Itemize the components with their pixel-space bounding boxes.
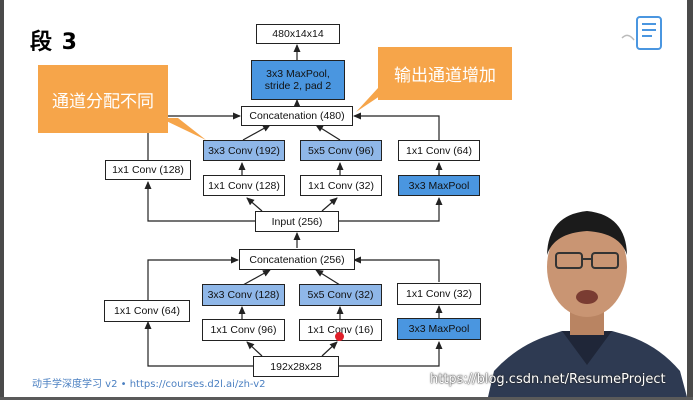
upper-path4-conv-label: 1x1 Conv (64): [406, 144, 472, 157]
lower-path3-conv5-label: 5x5 Conv (32): [307, 289, 374, 301]
lower-path1-conv-node: 1x1 Conv (64): [104, 300, 190, 322]
lower-input-node: 192x28x28: [253, 356, 339, 377]
presenter-avatar: [488, 211, 687, 397]
upper-path3-conv5-node: 5x5 Conv (96): [300, 140, 382, 161]
edge-input-p4: [338, 197, 443, 222]
video-frame-right-edge: [687, 0, 693, 400]
lower-path3-conv1-label: 1x1 Conv (16): [307, 324, 374, 336]
video-frame-left-edge: [0, 0, 4, 400]
upper-final-maxpool-line1: 3x3 MaxPool,: [266, 68, 330, 80]
edge-p3-concat: [315, 124, 341, 141]
lower-concat-label: Concatenation (256): [249, 253, 345, 266]
slide-title: 段 3: [30, 30, 78, 55]
callout-right: 输出通道增加: [378, 47, 512, 100]
laser-pointer-dot: [335, 332, 344, 341]
edge-input-p2: [246, 197, 263, 212]
upper-path4-conv-node: 1x1 Conv (64): [398, 140, 480, 161]
upper-concat-node: Concatenation (480): [241, 106, 353, 126]
edge-lp1-concat: [147, 256, 239, 300]
lower-path4-maxpool-node: 3x3 MaxPool: [397, 318, 481, 340]
lower-path2-conv3-node: 3x3 Conv (128): [202, 284, 285, 306]
callout-left: 通道分配不同: [38, 65, 168, 133]
lower-path2-conv1-label: 1x1 Conv (96): [210, 324, 277, 336]
upper-path3-conv5-label: 5x5 Conv (96): [308, 144, 374, 157]
upper-path1-conv-label: 1x1 Conv (128): [112, 164, 184, 176]
upper-path2-conv1-label: 1x1 Conv (128): [208, 179, 280, 192]
edge-lin-lp2: [246, 341, 263, 357]
edge-p2-concat: [242, 124, 271, 141]
edge-input-p3: [321, 197, 338, 212]
upper-input-node: Input (256): [255, 211, 339, 232]
upper-path1-conv-node: 1x1 Conv (128): [105, 160, 191, 180]
lower-concat-node: Concatenation (256): [239, 249, 355, 270]
edge-lp2-concat: [242, 269, 271, 286]
lower-path2-conv3-label: 3x3 Conv (128): [207, 289, 280, 301]
upper-path2-conv3-label: 3x3 Conv (192): [208, 144, 280, 157]
upper-path2-conv3-node: 3x3 Conv (192): [203, 140, 285, 161]
edge-p4-concat: [353, 112, 440, 140]
upper-concat-label: Concatenation (480): [249, 110, 345, 122]
callout-left-tail: [160, 118, 206, 140]
upper-path3-conv1-label: 1x1 Conv (32): [308, 179, 374, 192]
callout-right-text: 输出通道增加: [394, 66, 496, 86]
upper-path4-maxpool-label: 3x3 MaxPool: [408, 179, 470, 192]
lower-path1-conv-label: 1x1 Conv (64): [114, 305, 180, 317]
watermark: https://blog.csdn.net/ResumeProject: [430, 372, 666, 387]
video-frame-bottom-edge: [0, 397, 693, 400]
upper-output-label: 480x14x14: [272, 28, 324, 40]
upper-output-node: 480x14x14: [256, 24, 340, 44]
lower-path4-maxpool-label: 3x3 MaxPool: [408, 323, 470, 335]
upper-final-maxpool-node: 3x3 MaxPool, stride 2, pad 2: [251, 60, 345, 100]
edge-lp3-concat: [315, 269, 341, 286]
edge-lin-lp4: [338, 341, 443, 367]
lower-path4-conv-label: 1x1 Conv (32): [406, 288, 472, 300]
upper-final-maxpool-line2: stride 2, pad 2: [264, 80, 332, 92]
edge-lp4-concat: [353, 256, 440, 282]
upper-input-label: Input (256): [271, 215, 323, 228]
edge-input-p1: [144, 181, 255, 222]
lower-input-label: 192x28x28: [270, 360, 322, 373]
upper-path4-maxpool-node: 3x3 MaxPool: [398, 175, 480, 196]
callout-left-text: 通道分配不同: [52, 91, 154, 112]
d2l-logo-icon: [621, 16, 662, 50]
edge-lin-lp1: [144, 321, 253, 367]
lower-path2-conv1-node: 1x1 Conv (96): [202, 319, 285, 341]
upper-path2-conv1-node: 1x1 Conv (128): [203, 175, 285, 196]
edge-lin-lp3: [321, 341, 338, 357]
slide-footer: 动手学深度学习 v2 • https://courses.d2l.ai/zh-v…: [32, 379, 266, 390]
lower-path3-conv5-node: 5x5 Conv (32): [299, 284, 382, 306]
upper-path3-conv1-node: 1x1 Conv (32): [300, 175, 382, 196]
lower-path3-conv1-node: 1x1 Conv (16): [299, 319, 382, 341]
lower-path4-conv-node: 1x1 Conv (32): [397, 283, 481, 305]
